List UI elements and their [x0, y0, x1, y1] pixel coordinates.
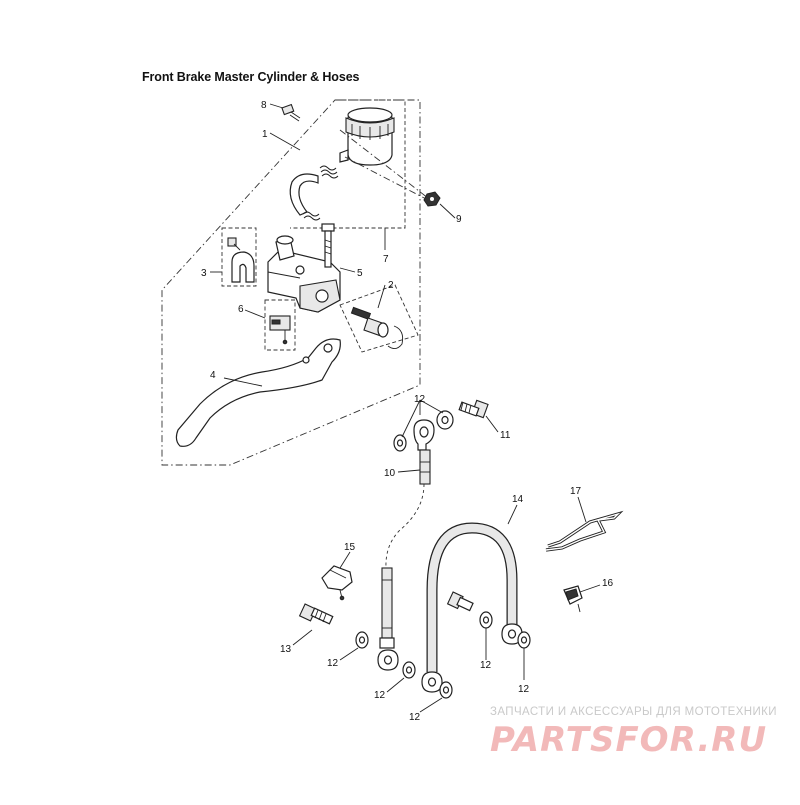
- washer-upper-right: [436, 410, 454, 430]
- master-cylinder-body: [267, 235, 341, 313]
- label-4: 4: [210, 370, 216, 381]
- hose-guide-clip: [563, 585, 583, 613]
- label-13: 13: [280, 644, 292, 655]
- washer-lower-a: [355, 631, 369, 649]
- banjo-bolt-lower-right: [446, 591, 474, 612]
- washer-lower-e: [517, 631, 531, 649]
- label-9: 9: [456, 214, 462, 225]
- label-5: 5: [357, 268, 363, 279]
- box-reservoir-group: [290, 99, 406, 229]
- label-7: 7: [383, 254, 389, 265]
- nut: [423, 191, 441, 207]
- label-8: 8: [261, 100, 267, 111]
- label-12-d: 12: [480, 660, 492, 671]
- label-3: 3: [201, 268, 207, 279]
- hose-clip: [321, 565, 353, 601]
- label-12-b: 12: [374, 690, 386, 701]
- pivot-bolt: [321, 223, 335, 268]
- washer-lower-b: [402, 661, 416, 679]
- diagram-title: Front Brake Master Cylinder & Hoses: [142, 70, 360, 84]
- label-12-c: 12: [409, 712, 421, 723]
- box-piston-kit: [339, 284, 419, 353]
- label-2: 2: [388, 280, 394, 291]
- label-12-a: 12: [327, 658, 339, 669]
- reservoir-hose: [289, 165, 339, 221]
- washer-lower-d: [479, 611, 493, 629]
- label-12-e: 12: [518, 684, 530, 695]
- brake-light-switch: [269, 315, 291, 345]
- washer-lower-c: [439, 681, 453, 699]
- piston-kit: [350, 306, 404, 349]
- wire-hose-guide: [545, 510, 624, 552]
- washer-upper-left: [393, 434, 407, 452]
- label-14: 14: [512, 494, 524, 505]
- label-1: 1: [262, 129, 268, 140]
- hose-clip-upper: [319, 165, 339, 179]
- label-17: 17: [570, 486, 582, 497]
- label-15: 15: [344, 542, 356, 553]
- hose-clip-lower: [302, 211, 321, 221]
- label-16: 16: [602, 578, 614, 589]
- label-12-upper: 12: [414, 394, 426, 405]
- watermark-tagline: ЗАПЧАСТИ И АКСЕССУАРЫ ДЛЯ МОТОТЕХНИКИ: [490, 706, 777, 718]
- banjo-bolt-lower-left: [298, 603, 334, 625]
- label-11: 11: [500, 430, 511, 441]
- assembly-outline: [161, 99, 421, 466]
- box-switch: [264, 299, 296, 351]
- watermark-logo: PARTSFOR.RU: [490, 720, 768, 760]
- label-10: 10: [384, 468, 396, 479]
- lower-brake-hose-left: [377, 567, 399, 671]
- label-6: 6: [238, 304, 244, 315]
- box-clamp: [221, 227, 257, 287]
- brake-fluid-reservoir: [339, 107, 395, 166]
- u-shaped-brake-hose: [421, 522, 523, 693]
- brake-lever: [175, 338, 341, 447]
- upper-brake-hose: [413, 419, 435, 485]
- handlebar-clamp: [227, 237, 255, 283]
- banjo-bolt-upper: [458, 399, 489, 419]
- reservoir-screw: [281, 103, 301, 122]
